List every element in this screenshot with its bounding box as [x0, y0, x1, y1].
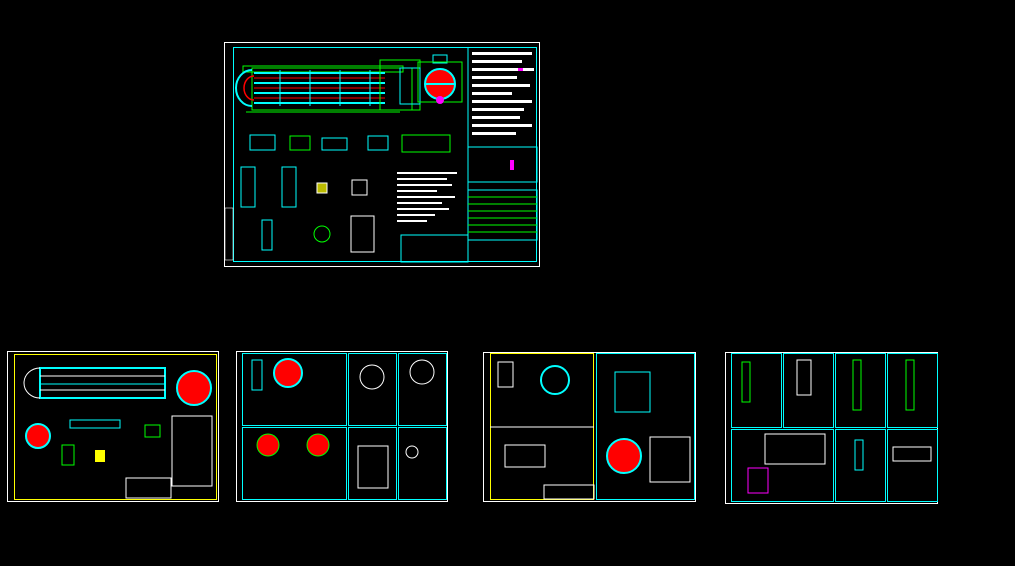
heat-exchanger-elevation [235, 59, 421, 113]
detail-views [240, 134, 451, 253]
sheet-parts-a[interactable] [236, 351, 448, 502]
technical-notes [397, 172, 457, 222]
sheet-shell[interactable] [7, 351, 219, 502]
sheet-general-assembly[interactable] [224, 42, 540, 267]
shell-elevation [39, 367, 166, 399]
parts-list [171, 415, 213, 487]
side-strip [224, 207, 234, 261]
sheet-parts-b[interactable] [483, 352, 696, 502]
tubesheet-view [176, 370, 212, 406]
sheet-parts-c[interactable] [725, 352, 938, 504]
channel-end-view [417, 54, 463, 104]
title-block [400, 47, 538, 263]
sheet-outer-frame [224, 42, 540, 267]
